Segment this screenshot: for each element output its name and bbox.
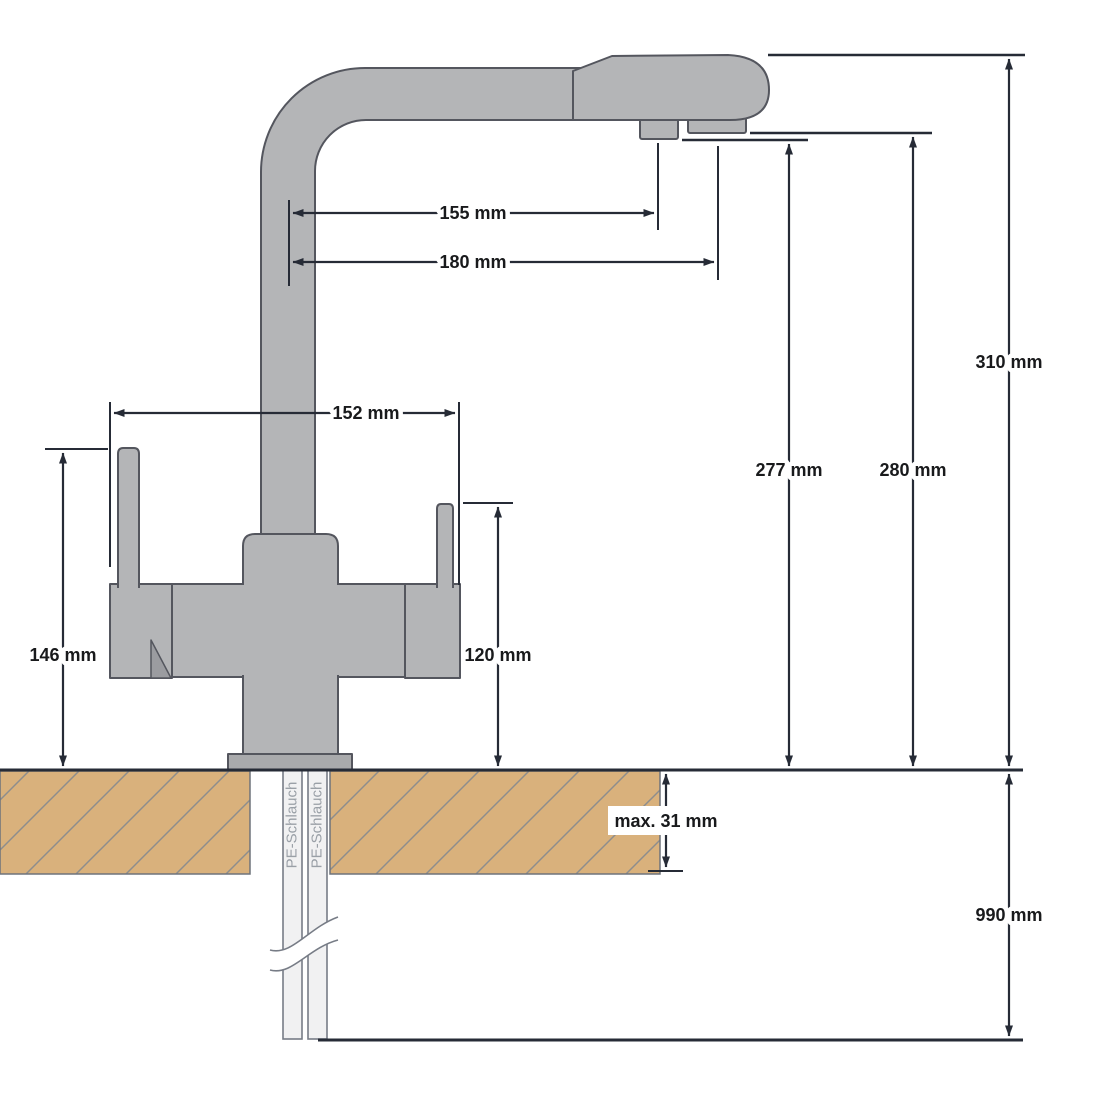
label-280: 280 mm	[879, 460, 946, 480]
max31-label-background	[608, 806, 725, 835]
label-max31: max. 31 mm	[614, 811, 717, 831]
label-152: 152 mm	[332, 403, 399, 423]
label-990: 990 mm	[975, 905, 1042, 925]
valve-left-wedge	[150, 639, 172, 679]
label-120: 120 mm	[464, 645, 531, 665]
faucet-spout-pipe	[260, 67, 593, 535]
faucet-spray-head	[572, 54, 770, 121]
faucet	[109, 54, 770, 771]
countertop-right-slab	[329, 770, 661, 875]
hose-right-label: PE-Schlauch	[309, 782, 326, 869]
body-dome	[242, 533, 339, 585]
handle-lever-right	[436, 503, 454, 588]
hose-break-curve-top	[269, 916, 339, 952]
valve-block-right	[404, 583, 461, 679]
extension-lines	[45, 143, 719, 872]
countertop-left-slab	[0, 770, 251, 875]
label-310: 310 mm	[975, 352, 1042, 372]
label-277: 277 mm	[755, 460, 822, 480]
label-180: 180 mm	[439, 252, 506, 272]
hose-break-mark	[270, 917, 338, 971]
dimension-labels: 155 mm 180 mm 152 mm 146 mm 120 mm 277 m…	[25, 199, 1047, 930]
dimension-lines	[59, 58, 1013, 1037]
hose-left-label: PE-Schlauch	[284, 782, 301, 869]
base-flange	[227, 753, 353, 771]
hose-break-curve-bottom	[269, 939, 339, 972]
supply-hoses: PE-Schlauch PE-Schlauch	[269, 769, 339, 1040]
label-155: 155 mm	[439, 203, 506, 223]
body-crossbar	[171, 583, 406, 678]
label-146: 146 mm	[29, 645, 96, 665]
countertop	[0, 770, 661, 875]
handle-lever-left	[117, 447, 140, 588]
body-column	[242, 675, 339, 756]
